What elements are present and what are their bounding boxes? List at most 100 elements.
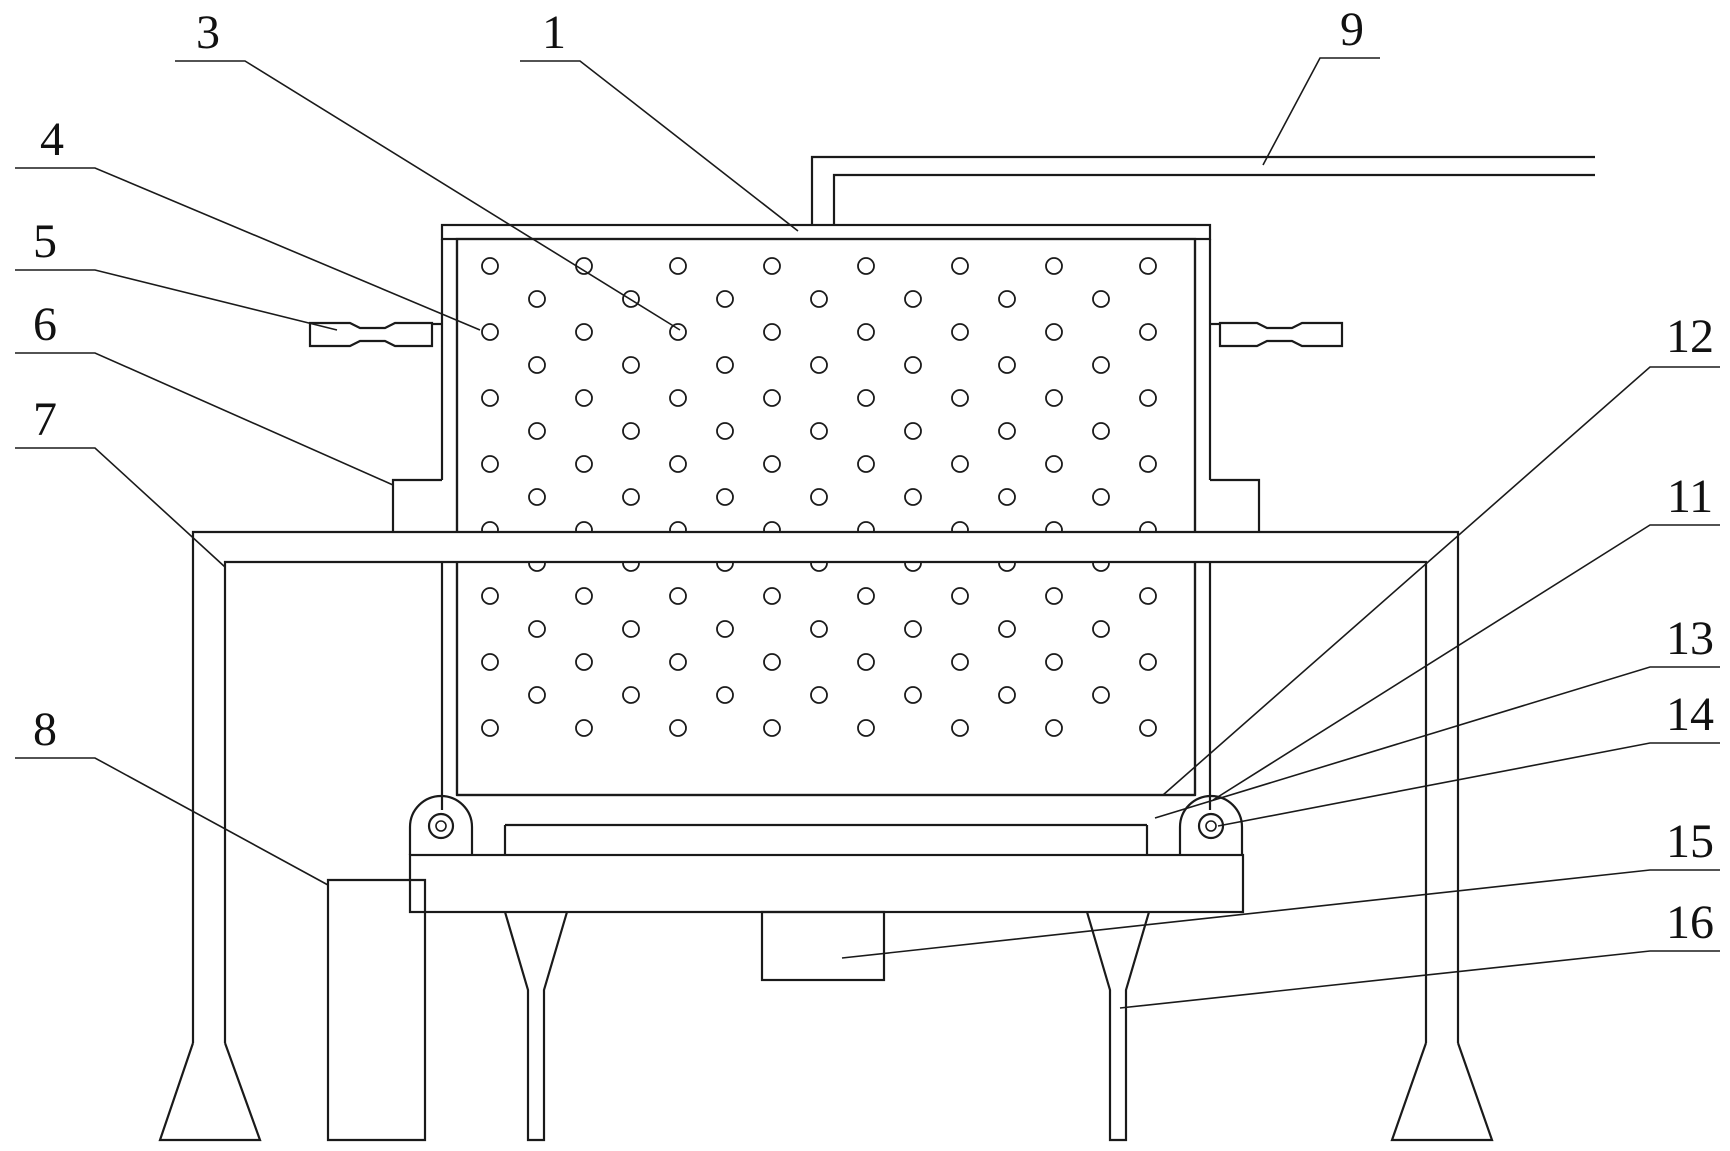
hole [904, 422, 922, 440]
callout-11: 11 [1667, 470, 1713, 523]
hole [998, 620, 1016, 638]
hole [575, 587, 593, 605]
hole [1045, 587, 1063, 605]
hole [1139, 323, 1157, 341]
outer-housing [440, 239, 1212, 810]
hole [1045, 389, 1063, 407]
hole [1045, 323, 1063, 341]
hole [481, 323, 499, 341]
hole [1139, 257, 1157, 275]
hole [1139, 389, 1157, 407]
hole [810, 422, 828, 440]
hole [1139, 653, 1157, 671]
stand-8 [326, 878, 427, 1142]
hole [763, 719, 781, 737]
hole [763, 389, 781, 407]
hole [622, 356, 640, 374]
hole [1092, 290, 1110, 308]
hole [481, 389, 499, 407]
roller-left [408, 794, 474, 855]
hole [1045, 719, 1063, 737]
hole [857, 719, 875, 737]
hole [998, 488, 1016, 506]
hole [857, 257, 875, 275]
hole [1092, 488, 1110, 506]
hole [1092, 620, 1110, 638]
hole [857, 455, 875, 473]
hole [575, 719, 593, 737]
hole [622, 488, 640, 506]
hole [951, 587, 969, 605]
hole [528, 488, 546, 506]
hole [481, 257, 499, 275]
hole [528, 686, 546, 704]
callout-6: 6 [33, 298, 57, 351]
roller-right [1178, 794, 1244, 855]
hole [481, 587, 499, 605]
hole [622, 422, 640, 440]
hole [904, 620, 922, 638]
hole [622, 686, 640, 704]
hole [904, 686, 922, 704]
hole [810, 290, 828, 308]
hole [951, 455, 969, 473]
hole [857, 587, 875, 605]
hole [904, 356, 922, 374]
top-lid [440, 223, 1212, 241]
hole [669, 323, 687, 341]
callout-1: 1 [542, 6, 566, 59]
hole [904, 290, 922, 308]
handle-right [1210, 321, 1344, 348]
hole [857, 653, 875, 671]
hole [857, 389, 875, 407]
callout-15: 15 [1666, 815, 1714, 868]
hole [951, 257, 969, 275]
hole [528, 620, 546, 638]
hole [528, 422, 546, 440]
hole [575, 653, 593, 671]
hole [669, 389, 687, 407]
hole [481, 653, 499, 671]
hole [669, 455, 687, 473]
hole [951, 389, 969, 407]
hole [481, 719, 499, 737]
hole [1045, 455, 1063, 473]
hole [763, 257, 781, 275]
callout-14: 14 [1666, 688, 1714, 741]
funnel-leg-left [503, 911, 569, 1142]
hole [575, 323, 593, 341]
hole [575, 389, 593, 407]
hole [951, 719, 969, 737]
callout-9: 9 [1340, 3, 1364, 56]
hole [998, 290, 1016, 308]
callout-4: 4 [40, 113, 64, 166]
hole [1045, 653, 1063, 671]
hole [810, 686, 828, 704]
callout-7: 7 [33, 393, 57, 446]
hole [622, 620, 640, 638]
hole [763, 587, 781, 605]
hole [763, 653, 781, 671]
hole [716, 488, 734, 506]
hole [904, 488, 922, 506]
hole [1139, 455, 1157, 473]
hole [998, 422, 1016, 440]
hole [998, 686, 1016, 704]
hole [951, 653, 969, 671]
hole [951, 323, 969, 341]
callout-12: 12 [1666, 310, 1714, 363]
perforated-drum [455, 237, 1197, 797]
hole [575, 257, 593, 275]
callout-8: 8 [33, 703, 57, 756]
hole [1092, 686, 1110, 704]
hole [669, 719, 687, 737]
hole [1092, 356, 1110, 374]
hole [810, 620, 828, 638]
hole [1139, 719, 1157, 737]
hole [763, 455, 781, 473]
hole [575, 455, 593, 473]
base-tray [408, 793, 1245, 914]
hole [716, 290, 734, 308]
hole [622, 290, 640, 308]
callout-16: 16 [1666, 896, 1714, 949]
